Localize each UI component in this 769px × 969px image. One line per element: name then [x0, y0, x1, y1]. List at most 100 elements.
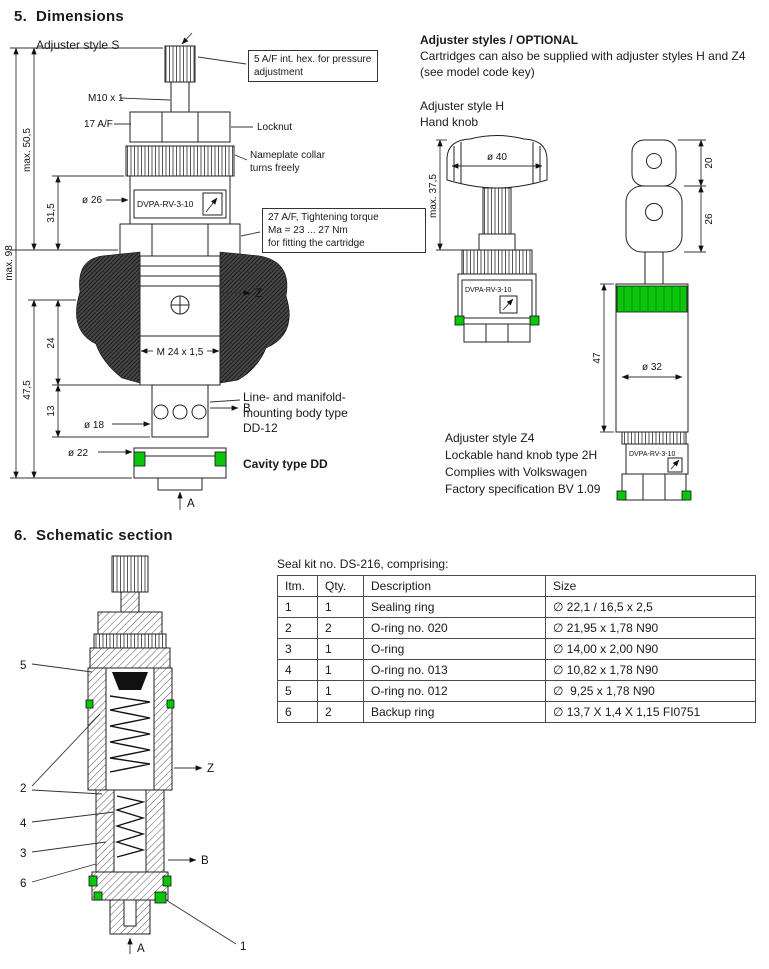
z4-caption-block: Adjuster style Z4 Lockable hand knob typ…	[445, 430, 600, 498]
thread-dim: M 24 x 1,5	[157, 347, 204, 358]
table-cell: O-ring no. 013	[363, 659, 546, 681]
oring-green	[85, 699, 94, 709]
schematic-section-drawing: Z B A 5 2 4 3 6 1	[20, 555, 246, 955]
z4-caption-line-3: Complies with Volkswagen	[445, 465, 588, 480]
section-5-heading: 5. Dimensions	[14, 8, 125, 25]
optional-styles-title: Adjuster styles / OPTIONAL	[420, 33, 579, 47]
dia18-dim: ø 18	[84, 420, 104, 431]
seal-kit-caption: Seal kit no. DS-216, comprising:	[277, 557, 449, 571]
item-5-label: 5	[20, 660, 26, 672]
section-6-heading: 6. Schematic section	[14, 527, 173, 544]
table-cell: ∅ 21,95 x 1,78 N90	[545, 617, 756, 639]
dim-13: 13	[46, 405, 57, 417]
table-cell: ∅ 9,25 x 1,78 N90	[545, 680, 756, 702]
adjuster-style-s-label: Adjuster style S	[36, 38, 120, 52]
table-cell: 3	[277, 638, 318, 660]
col-header-desc: Description	[363, 575, 546, 597]
dim-20: 20	[704, 157, 715, 169]
oring-green	[88, 875, 98, 887]
nameplate-text-s: DVPA-RV-3-10	[137, 199, 194, 209]
cartridge-style-s-drawing: DVPA-RV-3-10 M 24 x 1,5 Z B	[4, 32, 292, 510]
seal-green-left	[454, 315, 465, 326]
z4-caption-line-4: Factory specification BV 1.09	[445, 482, 601, 497]
table-cell: 2	[317, 617, 364, 639]
nameplate-text-h: DVPA-RV-3-10	[465, 287, 512, 294]
spring-main	[109, 695, 151, 773]
adjuster-style-h-drawing: ø 40 max. 37,5 DVPA-RV-3-10	[428, 135, 548, 343]
port-b-label: B	[243, 403, 251, 415]
cavity-type-label: Cavity type DD	[243, 457, 328, 471]
dim-max98: max. 98	[4, 245, 15, 281]
seal-green-left	[133, 451, 146, 467]
torque-line-1: 27 A/F, Tightening torque	[268, 212, 379, 223]
adjuster-style-z4-drawing: 20 26 ø 32 47 DVPA-RV-3-10	[592, 139, 715, 501]
item-4-label: 4	[20, 818, 27, 830]
dim-max375: max. 37,5	[428, 174, 439, 218]
port-z-label: Z	[207, 763, 214, 775]
green-band	[616, 285, 688, 313]
af17-label: 17 A/F	[84, 119, 113, 130]
table-header-row: Itm. Qty. Description Size	[277, 575, 756, 597]
oring-green	[93, 891, 103, 901]
table-cell: O-ring no. 020	[363, 617, 546, 639]
table-cell: 6	[277, 701, 318, 723]
dim-315: 31,5	[46, 203, 57, 223]
valve-symbol-icon	[202, 192, 223, 216]
hex-adjustment-callout: 5 A/F int. hex. for pressure adjustment	[248, 50, 378, 82]
dim-24: 24	[46, 337, 57, 349]
table-cell: ∅ 10,82 x 1,78 N90	[545, 659, 756, 681]
table-cell: O-ring	[363, 638, 546, 660]
adjuster-style-h-label: Adjuster style H	[420, 99, 505, 113]
oring-green	[162, 875, 172, 887]
dim-26: 26	[704, 213, 715, 225]
table-row: 3 1 O-ring ∅ 14,00 x 2,00 N90	[277, 638, 756, 660]
table-cell: 5	[277, 680, 318, 702]
valve-symbol-icon	[667, 457, 683, 473]
table-cell: 1	[317, 659, 364, 681]
table-cell: 2	[277, 617, 318, 639]
optional-styles-text: Cartridges can also be supplied with adj…	[420, 49, 746, 79]
table-cell: ∅ 13,7 X 1,4 X 1,15 FI0751	[545, 701, 756, 723]
table-cell: 1	[317, 680, 364, 702]
torque-line-2: Ma = 23 ... 27 Nm	[268, 225, 348, 236]
dia32-dim: ø 32	[642, 362, 662, 373]
item-1-label: 1	[240, 941, 246, 953]
table-row: 4 1 O-ring no. 013 ∅ 10,82 x 1,78 N90	[277, 659, 756, 681]
sealing-ring-green	[154, 891, 167, 904]
table-row: 2 2 O-ring no. 020 ∅ 21,95 x 1,78 N90	[277, 617, 756, 639]
seal-green-right	[214, 451, 227, 467]
table-cell: Backup ring	[363, 701, 546, 723]
tightening-torque-note: 27 A/F, Tightening torque Ma = 23 ... 27…	[262, 208, 426, 253]
table-row: 5 1 O-ring no. 012 ∅ 9,25 x 1,78 N90	[277, 680, 756, 702]
spring-lower	[114, 795, 146, 858]
port-z-label: Z	[255, 288, 262, 300]
z4-caption-line-2: Lockable hand knob type 2H	[445, 448, 598, 463]
item-6-label: 6	[20, 878, 26, 890]
seal-green-left	[616, 490, 627, 501]
m10-label: M10 x 1	[88, 93, 124, 104]
table-row: 6 2 Backup ring ∅ 13,7 X 1,4 X 1,15 FI07…	[277, 701, 756, 723]
dia26-dim: ø 26	[82, 195, 102, 206]
col-header-size: Size	[545, 575, 756, 597]
oring-green	[166, 699, 175, 709]
table-cell: ∅ 22,1 / 16,5 x 2,5	[545, 596, 756, 618]
locknut-label: Locknut	[257, 122, 292, 133]
table-cell: O-ring no. 012	[363, 680, 546, 702]
port-a-label: A	[187, 498, 195, 510]
seal-kit-table: Itm. Qty. Description Size 1 1 Sealing r…	[277, 575, 756, 723]
item-2-label: 2	[20, 783, 26, 795]
hand-knob-label: Hand knob	[420, 115, 479, 129]
table-cell: 1	[317, 596, 364, 618]
port-b-label: B	[201, 855, 209, 867]
table-cell: ∅ 14,00 x 2,00 N90	[545, 638, 756, 660]
mounting-body-note: Line- and manifold-mounting body type DD…	[243, 390, 348, 436]
table-row: 1 1 Sealing ring ∅ 22,1 / 16,5 x 2,5	[277, 596, 756, 618]
col-header-qty: Qty.	[317, 575, 364, 597]
table-cell: 1	[317, 638, 364, 660]
port-a-label: A	[137, 943, 145, 955]
z4-caption-line-1: Adjuster style Z4	[445, 431, 535, 445]
dia40-dim: ø 40	[487, 152, 507, 163]
item-3-label: 3	[20, 848, 26, 860]
table-cell: 2	[317, 701, 364, 723]
table-cell: 1	[277, 596, 318, 618]
